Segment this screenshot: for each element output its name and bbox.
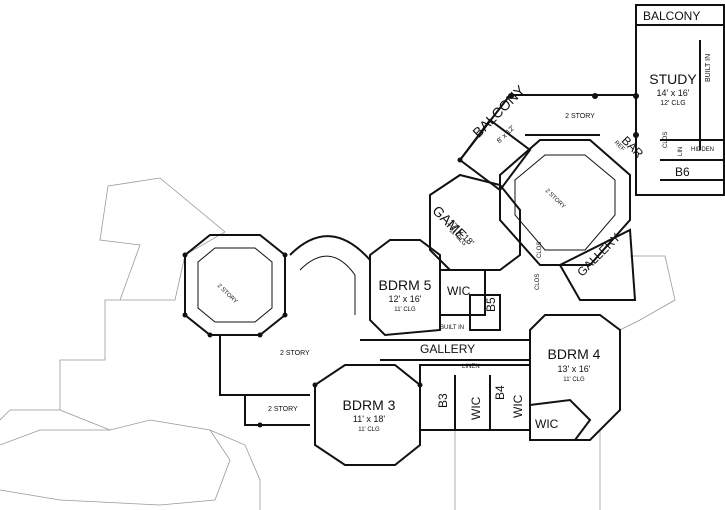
b3-label: B3 [436, 393, 450, 408]
lin-bar-label: LIN [678, 146, 684, 156]
bdrm5-ceiling: 11' CLG [394, 307, 416, 313]
balcony-top-label: BALCONY [643, 9, 701, 23]
wic4-small-label: WIC [511, 394, 525, 418]
wic4-label: WIC [535, 417, 559, 431]
bdrm3-name: BDRM 3 [342, 397, 396, 413]
columns [182, 93, 639, 428]
clos-bar-label: CLOS [663, 131, 669, 148]
two-story-center-label: 2 STORY [280, 350, 310, 357]
study-ceiling: 12' CLG [660, 100, 686, 107]
bdrm4-ceiling: 11' CLG [563, 377, 585, 383]
gallery-center-label: GALLERY [420, 342, 476, 356]
walls [184, 4, 725, 466]
bdrm3-size: 11' x 18' [352, 414, 386, 424]
bdrm5-size: 12' x 16' [388, 294, 422, 304]
clos-game-label: CLOS [537, 241, 543, 258]
bdrm5-name: BDRM 5 [378, 277, 432, 293]
b5-label: B5 [484, 297, 498, 312]
linen-label: LINEN [462, 364, 480, 370]
bdrm4-size: 13' x 16' [557, 364, 591, 374]
two-story-small-label: 2 STORY [268, 406, 298, 413]
builtin5-label: BUILT IN [440, 325, 465, 331]
b6-label: B6 [675, 165, 690, 179]
lower-level-outline [0, 177, 676, 510]
bdrm4-name: BDRM 4 [547, 346, 601, 362]
hidden-label: HIDDEN [691, 147, 715, 153]
bdrm3-ceiling: 11' CLG [358, 427, 380, 433]
wic3-label: WIC [469, 396, 483, 420]
study-name: STUDY [649, 71, 697, 87]
study-builtin: BUILT IN [705, 53, 712, 82]
wic5-label: WIC [447, 284, 471, 298]
clos-gallery-label: CLOS [535, 273, 541, 290]
two-story-top-label: 2 STORY [565, 113, 595, 120]
b4-label: B4 [493, 385, 507, 400]
study-size: 14' x 16' [656, 88, 690, 98]
